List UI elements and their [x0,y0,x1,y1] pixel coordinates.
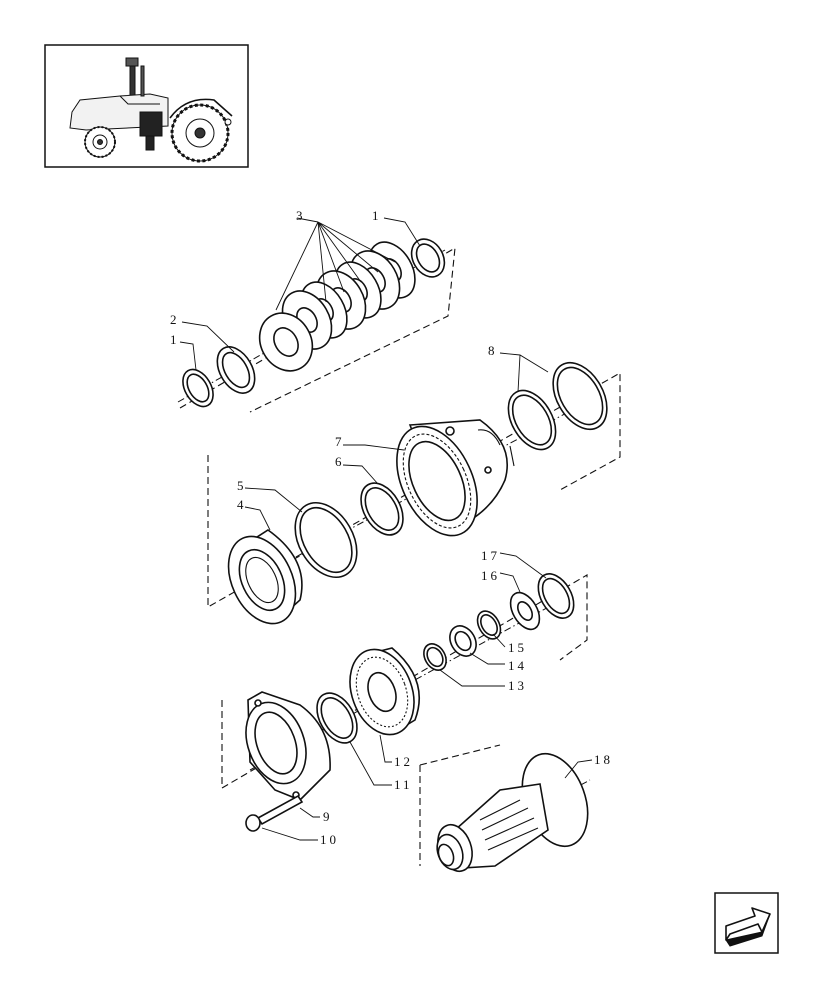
callout-11: 11 [394,777,413,792]
callout-labels: 3 1 2 1 8 7 6 5 4 17 16 15 14 13 18 12 1… [170,208,613,847]
output-shaft-group [419,744,593,873]
bearing-part-12 [349,647,421,736]
snap-ring-part-11 [316,692,358,744]
callout-10: 10 [320,832,339,847]
callout-18: 18 [594,752,613,767]
snap-ring-part-1-upper [410,238,446,278]
callout-3: 3 [296,208,306,223]
callout-9: 9 [323,809,333,824]
previous-page-arrow-icon[interactable] [714,892,779,954]
snap-ring-part-13 [423,643,447,671]
callout-16: 16 [481,568,500,583]
bolt-part-10 [245,794,304,832]
callout-15: 15 [508,640,527,655]
shim-part-15 [476,610,502,640]
callout-5: 5 [237,478,247,493]
seal-ring-part-5 [294,502,358,578]
callout-14: 14 [508,658,527,673]
bearing-carrier-group [221,552,588,841]
callout-1-upper: 1 [372,208,382,223]
housing-group [207,352,621,625]
callout-8: 8 [488,343,498,358]
tractor-thumbnail [44,44,249,168]
spacer-part-14 [449,625,477,657]
callout-2: 2 [170,312,180,327]
callout-12: 12 [394,754,413,769]
callout-1-lower: 1 [170,332,180,347]
bearing-cover-part-9 [245,691,331,801]
thrust-ring-part-2 [216,346,256,394]
callout-6: 6 [335,454,345,469]
retaining-ring-part-17 [537,573,575,619]
callout-4: 4 [237,497,247,512]
ring-gear-housing-part-7 [396,419,515,537]
spline-coupling-part-16 [509,591,541,631]
friction-disc-stack-part-3 [258,241,416,372]
tractor-icon [69,57,233,163]
callout-13: 13 [508,678,527,693]
seal-rings-part-8 [507,361,608,451]
clutch-plate-group [177,217,456,413]
snap-ring-part-1-lower [182,368,214,408]
callout-7: 7 [335,434,345,449]
piston-part-4 [227,529,303,625]
output-shaft-part-18 [436,752,589,873]
callout-17: 17 [481,548,500,563]
snap-ring-part-6 [360,482,404,536]
